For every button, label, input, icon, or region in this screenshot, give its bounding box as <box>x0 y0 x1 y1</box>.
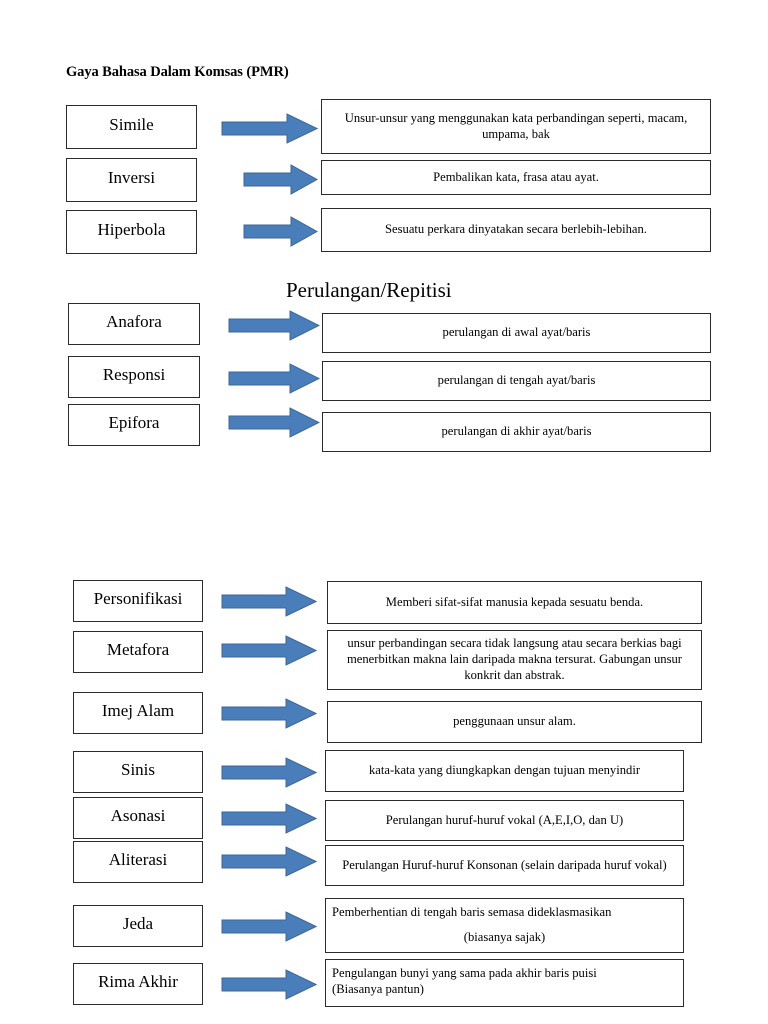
right-arrow-icon-sinis <box>221 757 317 788</box>
right-arrow-icon-aliterasi <box>221 846 317 877</box>
term-label: Metafora <box>106 640 170 660</box>
term-label: Rima Akhir <box>98 972 178 992</box>
description-box-metafora: unsur perbandingan secara tidak langsung… <box>327 630 702 690</box>
description-text: Pemberhentian di tengah baris semasa did… <box>332 905 612 919</box>
description-text: penggunaan unsur alam. <box>453 714 576 729</box>
right-arrow-icon-jeda <box>221 911 317 942</box>
term-box-sinis: Sinis <box>73 751 203 793</box>
description-text: unsur perbandingan secara tidak langsung… <box>346 636 682 682</box>
term-box-jeda: Jeda <box>73 905 203 947</box>
right-arrow-icon-personifikasi <box>221 586 317 617</box>
term-label: Jeda <box>122 914 154 934</box>
term-box-anafora: Anafora <box>68 303 200 345</box>
term-label: Sinis <box>120 760 156 780</box>
term-label: Hiperbola <box>97 220 166 240</box>
description-box-personifikasi: Memberi sifat-sifat manusia kepada sesua… <box>327 581 702 624</box>
right-arrow-icon-asonasi <box>221 803 317 834</box>
term-box-imej-alam: Imej Alam <box>73 692 203 734</box>
term-box-personifikasi: Personifikasi <box>73 580 203 622</box>
section-heading-perulangan: Perulangan/Repitisi <box>286 278 452 302</box>
description-text: perulangan di akhir ayat/baris <box>441 424 592 439</box>
term-label: Anafora <box>106 312 162 332</box>
description-box-epifora: perulangan di akhir ayat/baris <box>322 412 711 452</box>
description-text: Pembalikan kata, frasa atau ayat. <box>433 169 599 184</box>
right-arrow-icon-hiperbola <box>243 216 318 247</box>
term-box-responsi: Responsi <box>68 356 200 398</box>
page-title: Gaya Bahasa Dalam Komsas (PMR) <box>66 64 289 80</box>
description-box-jeda: Pemberhentian di tengah baris semasa did… <box>325 898 684 953</box>
description-text: Perulangan huruf-huruf vokal (A,E,I,O, d… <box>385 812 624 827</box>
term-label: Simile <box>109 115 154 135</box>
term-label: Responsi <box>102 365 166 385</box>
description-text: Sesuatu perkara dinyatakan secara berleb… <box>385 222 647 237</box>
term-label: Epifora <box>108 413 160 433</box>
description-text: kata-kata yang diungkapkan dengan tujuan… <box>368 763 641 778</box>
term-label: Aliterasi <box>108 850 168 870</box>
description-box-responsi: perulangan di tengah ayat/baris <box>322 361 711 401</box>
term-box-aliterasi: Aliterasi <box>73 841 203 883</box>
description-text-line2: (biasanya sajak) <box>463 929 546 944</box>
description-text: Unsur-unsur yang menggunakan kata perban… <box>344 110 688 141</box>
term-label: Inversi <box>107 168 156 188</box>
description-text: perulangan di tengah ayat/baris <box>437 373 596 388</box>
right-arrow-icon-inversi <box>243 164 318 195</box>
term-label: Asonasi <box>110 806 166 826</box>
description-box-imej-alam: penggunaan unsur alam. <box>327 701 702 743</box>
right-arrow-icon-simile <box>221 113 318 144</box>
description-text: Pengulangan bunyi yang sama pada akhir b… <box>332 966 597 980</box>
description-box-inversi: Pembalikan kata, frasa atau ayat. <box>321 160 711 195</box>
right-arrow-icon-imej-alam <box>221 698 317 729</box>
description-box-hiperbola: Sesuatu perkara dinyatakan secara berleb… <box>321 208 711 252</box>
description-text: Memberi sifat-sifat manusia kepada sesua… <box>385 594 644 609</box>
term-box-asonasi: Asonasi <box>73 797 203 839</box>
right-arrow-icon-epifora <box>228 407 320 438</box>
term-box-simile: Simile <box>66 105 197 149</box>
term-label: Imej Alam <box>101 701 175 721</box>
right-arrow-icon-anafora <box>228 310 320 341</box>
term-box-inversi: Inversi <box>66 158 197 202</box>
description-text-line2: (Biasanya pantun) <box>332 981 424 996</box>
right-arrow-icon-rima-akhir <box>221 969 317 1000</box>
description-box-anafora: perulangan di awal ayat/baris <box>322 313 711 353</box>
term-label: Personifikasi <box>93 589 183 609</box>
description-box-aliterasi: Perulangan Huruf-huruf Konsonan (selain … <box>325 845 684 886</box>
right-arrow-icon-metafora <box>221 635 317 666</box>
term-box-hiperbola: Hiperbola <box>66 210 197 254</box>
description-box-rima-akhir: Pengulangan bunyi yang sama pada akhir b… <box>325 959 684 1007</box>
description-box-asonasi: Perulangan huruf-huruf vokal (A,E,I,O, d… <box>325 800 684 841</box>
term-box-rima-akhir: Rima Akhir <box>73 963 203 1005</box>
description-box-sinis: kata-kata yang diungkapkan dengan tujuan… <box>325 750 684 792</box>
description-text: Perulangan Huruf-huruf Konsonan (selain … <box>342 857 667 872</box>
description-text: perulangan di awal ayat/baris <box>442 325 591 340</box>
term-box-epifora: Epifora <box>68 404 200 446</box>
term-box-metafora: Metafora <box>73 631 203 673</box>
right-arrow-icon-responsi <box>228 363 320 394</box>
description-box-simile: Unsur-unsur yang menggunakan kata perban… <box>321 99 711 154</box>
